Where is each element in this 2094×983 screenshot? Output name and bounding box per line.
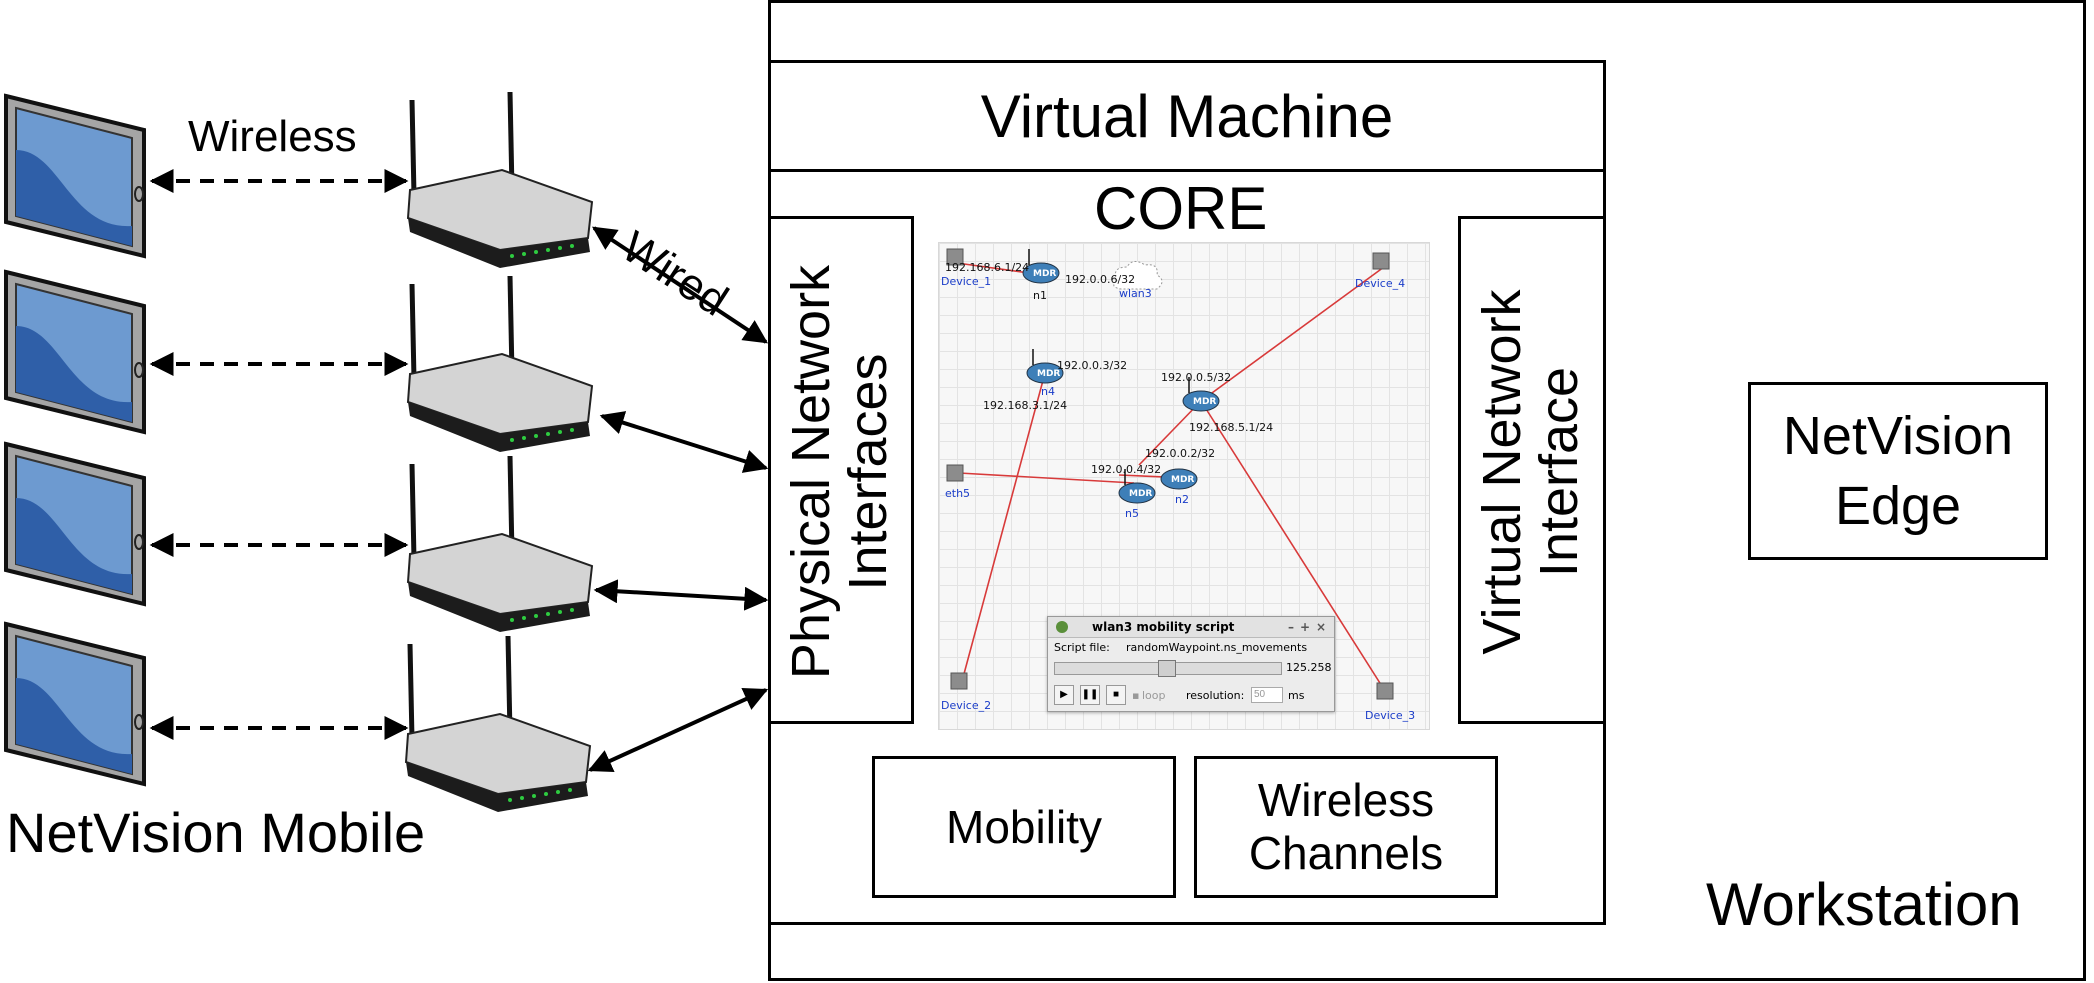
physical-interfaces-box: Physical Network Interfaces — [768, 216, 914, 724]
mdr-label: MDR — [1129, 489, 1153, 499]
time-readout: 125.258 — [1286, 661, 1332, 674]
dialog-title: wlan3 mobility script — [1092, 620, 1235, 634]
addr-label: 192.0.0.6/32 — [1065, 273, 1136, 286]
tablet-3 — [4, 441, 146, 607]
core-label: CORE — [1094, 175, 1268, 242]
app-icon — [1056, 621, 1068, 633]
addr-label: 192.168.6.1/24 — [945, 261, 1030, 274]
mdr-label: MDR — [1037, 369, 1061, 379]
wireless-channels-box: Wireless Channels — [1194, 756, 1498, 898]
mobility-script-dialog: wlan3 mobility script – + × Script file:… — [1047, 616, 1335, 712]
resolution-unit: ms — [1288, 689, 1305, 702]
channels-label-line2: Channels — [1248, 827, 1444, 879]
pause-button[interactable]: ❚❚ — [1080, 685, 1100, 705]
virtual-machine-label: Virtual Machine — [980, 82, 1394, 150]
router-3 — [406, 455, 594, 632]
mdr-label: MDR — [1033, 269, 1057, 279]
node-n5-label: n5 — [1125, 507, 1139, 520]
script-file-label: Script file: — [1054, 641, 1110, 654]
tablet-4 — [4, 621, 146, 787]
virtual-machine-box: Virtual Machine — [768, 60, 1606, 172]
core-links — [946, 248, 1394, 700]
resolution-label: resolution: — [1186, 689, 1245, 702]
addr-label: 192.168.3.1/24 — [983, 399, 1068, 412]
play-button[interactable]: ▶ — [1054, 685, 1074, 705]
mdr-label: MDR — [1193, 397, 1217, 407]
stop-button[interactable]: ■ — [1106, 685, 1126, 705]
eth5-label: eth5 — [945, 487, 971, 500]
virtual-interface-label: Virtual Network Interface — [1472, 289, 1589, 655]
device-2-label: Device_2 — [941, 699, 992, 712]
loop-label: loop — [1142, 689, 1166, 702]
mobile-label: NetVision Mobile — [6, 801, 426, 864]
wired-link-2 — [599, 411, 769, 473]
virtual-interface-box: Virtual Network Interface — [1458, 216, 1606, 724]
close-icon[interactable]: × — [1315, 620, 1326, 634]
node-n1-label: n1 — [1033, 289, 1047, 302]
physical-interfaces-label: Physical Network Interfaces — [781, 264, 898, 680]
netvision-edge-box: NetVision Edge — [1748, 382, 2048, 560]
wireless-label: Wireless — [188, 112, 357, 161]
channels-label-line1: Wireless — [1257, 774, 1435, 827]
device-1-label: Device_1 — [941, 275, 992, 288]
router-2 — [406, 275, 594, 452]
addr-label: 192.0.0.4/32 — [1091, 463, 1162, 476]
router-4 — [404, 635, 592, 812]
addr-label: 192.168.5.1/24 — [1189, 421, 1274, 434]
node-n4-label: n4 — [1041, 385, 1055, 398]
wired-link-3 — [593, 579, 769, 611]
wired-link-4 — [587, 688, 769, 772]
mobility-box: Mobility — [872, 756, 1176, 898]
loop-checkbox[interactable]: ▪ — [1132, 689, 1140, 702]
node-n2-label: n2 — [1175, 493, 1189, 506]
mdr-label: MDR — [1171, 475, 1195, 485]
router-1 — [406, 91, 594, 268]
workstation-label: Workstation — [1706, 871, 2022, 938]
maximize-icon[interactable]: + — [1299, 620, 1310, 634]
dialog-title-bar: wlan3 mobility script – + × — [1048, 617, 1334, 638]
addr-label: 192.0.0.5/32 — [1161, 371, 1232, 384]
device-3-label: Device_3 — [1365, 709, 1416, 722]
tablet-2 — [4, 269, 146, 435]
wlan3-label: wlan3 — [1119, 287, 1152, 300]
edge-label-line2: Edge — [1834, 476, 1962, 536]
wired-link-1 — [591, 226, 769, 344]
edge-label-line1: NetVision — [1782, 405, 2014, 466]
script-file-name: randomWaypoint.ns_movements — [1126, 641, 1308, 654]
minimize-icon[interactable]: – — [1288, 620, 1294, 634]
core-topology-screenshot: 192.168.6.1/24 Device_1 192.0.0.6/32 wla… — [938, 242, 1430, 730]
resolution-input[interactable]: 50 — [1251, 687, 1283, 703]
addr-label: 192.0.0.3/32 — [1057, 359, 1128, 372]
device-4-label: Device_4 — [1355, 277, 1406, 290]
tablet-1 — [4, 93, 146, 259]
addr-label: 192.0.0.2/32 — [1145, 447, 1216, 460]
mobility-label: Mobility — [946, 801, 1102, 853]
timeline-slider-handle[interactable] — [1158, 660, 1176, 677]
